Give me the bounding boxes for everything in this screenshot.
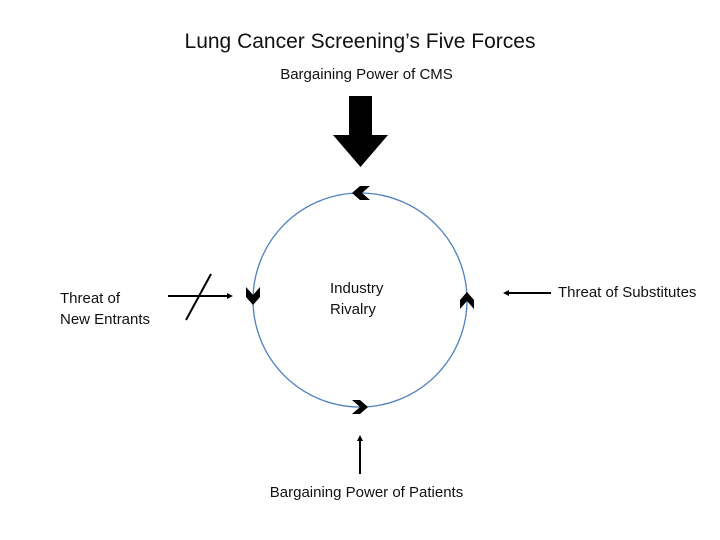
substitutes-arrow-head-icon bbox=[503, 290, 509, 296]
force-label-substitutes: Threat of Substitutes bbox=[558, 284, 697, 301]
force-label-new-entrants: Threat of New Entrants bbox=[60, 288, 170, 330]
patients-arrow-head-icon bbox=[357, 435, 363, 441]
new-entrants-arrow-head-icon bbox=[227, 293, 233, 299]
center-label-industry-rivalry: Industry Rivalry bbox=[330, 278, 410, 320]
label-line: Industry bbox=[330, 280, 384, 297]
rivalry-cycle-circle bbox=[252, 192, 468, 408]
diagram-title: Lung Cancer Screening’s Five Forces bbox=[184, 30, 536, 53]
chevron-down-icon bbox=[246, 287, 260, 305]
barrier-slash-icon bbox=[185, 273, 212, 321]
label-line: Threat of bbox=[60, 290, 121, 307]
chevron-up-icon bbox=[460, 292, 474, 309]
force-label-patients: Bargaining Power of Patients bbox=[269, 484, 464, 501]
force-label-cms: Bargaining Power of CMS bbox=[280, 66, 453, 83]
label-line: New Entrants bbox=[60, 311, 151, 328]
cms-pressure-arrow-icon bbox=[333, 96, 388, 167]
label-line: Rivalry bbox=[330, 301, 376, 318]
chevron-right-icon bbox=[352, 400, 368, 414]
chevron-left-icon bbox=[352, 186, 370, 200]
